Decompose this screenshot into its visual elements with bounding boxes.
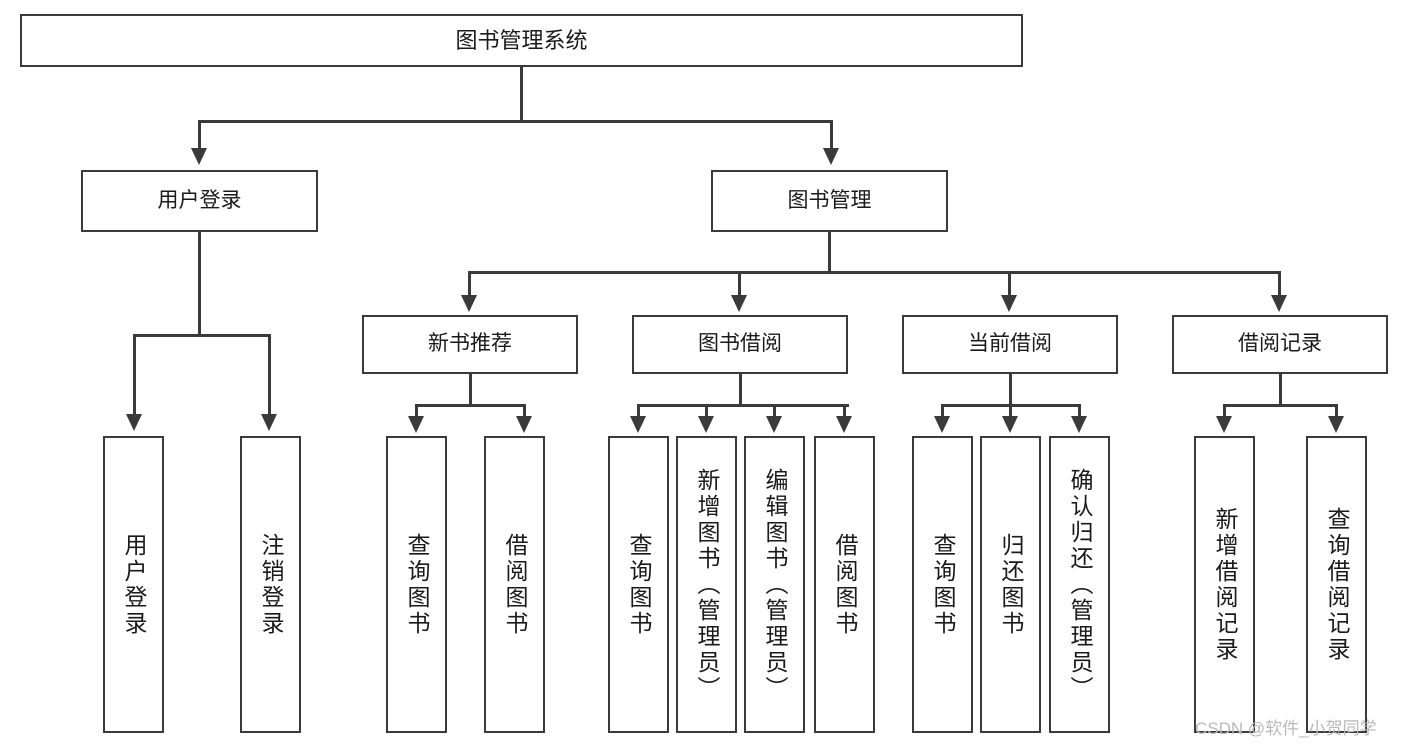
edge-root-bus bbox=[198, 120, 833, 123]
edge-cb-drop-2 bbox=[1009, 404, 1012, 418]
node-leaf-logout-label: 注销登录 bbox=[258, 532, 284, 637]
node-current-borrow-label: 当前借阅 bbox=[968, 332, 1052, 356]
edge-bm-drop-4 bbox=[1278, 271, 1281, 297]
node-current-borrow[interactable]: 当前借阅 bbox=[902, 315, 1118, 374]
node-leaf-borrow-book-2[interactable]: 借阅图书 bbox=[814, 436, 875, 733]
arrow-user-login-leaf-2 bbox=[261, 414, 277, 431]
edge-root-to-user-login bbox=[198, 120, 201, 150]
node-leaf-query-book-3-label: 查询图书 bbox=[930, 532, 956, 637]
node-leaf-add-book-label: 新增图书（管理员） bbox=[694, 467, 720, 702]
edge-br-bus bbox=[1223, 404, 1337, 407]
arrow-bb-leaf-2 bbox=[698, 416, 714, 433]
node-leaf-query-book-1-label: 查询图书 bbox=[404, 532, 430, 637]
arrow-cb-leaf-1 bbox=[934, 416, 950, 433]
node-leaf-edit-book-label: 编辑图书（管理员） bbox=[762, 467, 788, 702]
arrow-nbr-leaf-1 bbox=[408, 416, 424, 433]
edge-cb-stem bbox=[1009, 374, 1012, 406]
edge-root-stem bbox=[520, 67, 523, 122]
edge-bb-stem bbox=[739, 374, 742, 406]
edge-bm-drop-3 bbox=[1008, 271, 1011, 297]
edge-cb-drop-1 bbox=[941, 404, 944, 418]
node-user-login[interactable]: 用户登录 bbox=[81, 170, 318, 232]
node-leaf-user-login[interactable]: 用户登录 bbox=[103, 436, 164, 733]
edge-bm-drop-2 bbox=[738, 271, 741, 297]
edge-bb-drop-2 bbox=[705, 404, 708, 418]
arrow-user-login-leaf-1 bbox=[126, 414, 142, 431]
edge-user-login-drop-2 bbox=[268, 334, 271, 416]
arrow-br-leaf-1 bbox=[1216, 416, 1232, 433]
node-book-management[interactable]: 图书管理 bbox=[711, 170, 948, 232]
arrow-nbr-leaf-2 bbox=[516, 416, 532, 433]
arrow-bm-to-borrow-record bbox=[1271, 295, 1287, 312]
node-leaf-confirm-return-label: 确认归还（管理员） bbox=[1067, 467, 1093, 702]
edge-root-to-book-management bbox=[830, 120, 833, 150]
node-user-login-label: 用户登录 bbox=[157, 188, 242, 212]
node-leaf-borrow-book-2-label: 借阅图书 bbox=[832, 532, 858, 637]
node-leaf-query-book-1[interactable]: 查询图书 bbox=[386, 436, 447, 733]
edge-user-login-drop-1 bbox=[133, 334, 136, 416]
arrow-cb-leaf-2 bbox=[1002, 416, 1018, 433]
node-leaf-confirm-return[interactable]: 确认归还（管理员） bbox=[1049, 436, 1110, 733]
node-leaf-logout[interactable]: 注销登录 bbox=[240, 436, 301, 733]
arrow-bb-leaf-3 bbox=[766, 416, 782, 433]
node-leaf-borrow-book-1-label: 借阅图书 bbox=[502, 532, 528, 637]
edge-nbr-drop-2 bbox=[523, 404, 526, 418]
node-leaf-return-book-label: 归还图书 bbox=[998, 532, 1024, 637]
arrow-bb-leaf-1 bbox=[630, 416, 646, 433]
node-new-book-recommend[interactable]: 新书推荐 bbox=[362, 315, 578, 374]
node-new-book-recommend-label: 新书推荐 bbox=[428, 332, 512, 356]
edge-book-management-stem bbox=[828, 232, 831, 273]
node-book-borrow[interactable]: 图书借阅 bbox=[632, 315, 848, 374]
arrow-bm-to-current-borrow bbox=[1001, 295, 1017, 312]
edge-bb-drop-1 bbox=[637, 404, 640, 418]
node-leaf-return-book[interactable]: 归还图书 bbox=[980, 436, 1041, 733]
arrow-root-to-book-management bbox=[823, 148, 839, 165]
edge-nbr-drop-1 bbox=[415, 404, 418, 418]
edge-bb-bus bbox=[637, 404, 849, 407]
edge-bb-drop-3 bbox=[773, 404, 776, 418]
node-leaf-query-record[interactable]: 查询借阅记录 bbox=[1306, 436, 1367, 733]
arrow-br-leaf-2 bbox=[1328, 416, 1344, 433]
edge-bb-drop-4 bbox=[843, 404, 846, 418]
edge-cb-drop-3 bbox=[1078, 404, 1081, 418]
arrow-bm-to-new-book-recommend bbox=[461, 295, 477, 312]
edge-nbr-bus bbox=[415, 404, 525, 407]
node-leaf-edit-book[interactable]: 编辑图书（管理员） bbox=[744, 436, 805, 733]
node-leaf-add-record-label: 新增借阅记录 bbox=[1212, 506, 1238, 663]
node-root[interactable]: 图书管理系统 bbox=[20, 14, 1023, 67]
node-leaf-borrow-book-1[interactable]: 借阅图书 bbox=[484, 436, 545, 733]
node-book-borrow-label: 图书借阅 bbox=[698, 332, 782, 356]
arrow-bm-to-book-borrow bbox=[731, 295, 747, 312]
node-leaf-add-record[interactable]: 新增借阅记录 bbox=[1194, 436, 1255, 733]
arrow-bb-leaf-4 bbox=[836, 416, 852, 433]
node-leaf-add-book[interactable]: 新增图书（管理员） bbox=[676, 436, 737, 733]
edge-book-management-bus bbox=[468, 271, 1280, 274]
node-borrow-record[interactable]: 借阅记录 bbox=[1172, 315, 1388, 374]
edge-nbr-stem bbox=[469, 374, 472, 406]
node-leaf-query-book-2[interactable]: 查询图书 bbox=[608, 436, 669, 733]
edge-br-drop-1 bbox=[1223, 404, 1226, 418]
edge-user-login-stem bbox=[198, 232, 201, 336]
node-leaf-query-record-label: 查询借阅记录 bbox=[1324, 506, 1350, 663]
node-leaf-query-book-2-label: 查询图书 bbox=[626, 532, 652, 637]
edge-br-stem bbox=[1279, 374, 1282, 406]
node-leaf-query-book-3[interactable]: 查询图书 bbox=[912, 436, 973, 733]
node-root-label: 图书管理系统 bbox=[455, 27, 588, 53]
edge-br-drop-2 bbox=[1335, 404, 1338, 418]
edge-bm-drop-1 bbox=[468, 271, 471, 297]
node-borrow-record-label: 借阅记录 bbox=[1238, 332, 1322, 356]
arrow-root-to-user-login bbox=[191, 148, 207, 165]
edge-user-login-bus bbox=[133, 334, 271, 337]
arrow-cb-leaf-3 bbox=[1071, 416, 1087, 433]
node-book-management-label: 图书管理 bbox=[787, 188, 872, 212]
node-leaf-user-login-label: 用户登录 bbox=[121, 532, 147, 637]
